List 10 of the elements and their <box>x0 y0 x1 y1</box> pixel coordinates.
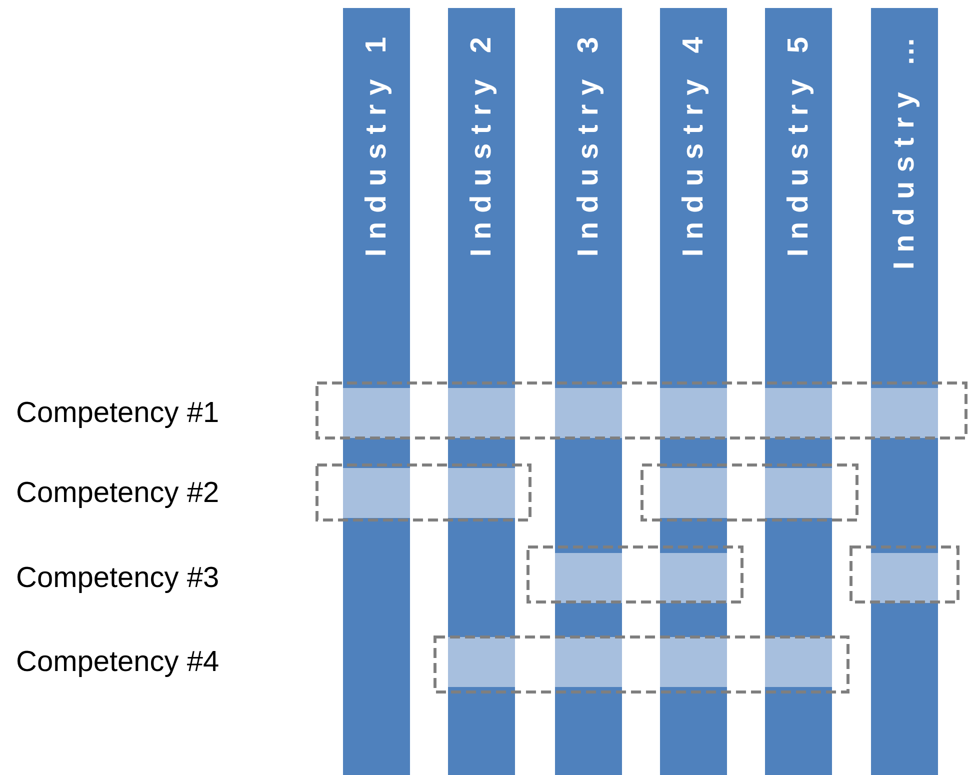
competency-label: Competency #4 <box>16 645 220 679</box>
industry-label: Industry 2 <box>465 28 498 257</box>
industry-label: Industry 3 <box>572 28 605 257</box>
industry-label: Industry 4 <box>677 28 710 257</box>
industry-label: Industry 5 <box>782 28 815 257</box>
competency-label: Competency #3 <box>16 561 220 595</box>
industry-label: Industry 1 <box>360 28 393 257</box>
industry-label: Industry … <box>888 28 921 270</box>
competency-label: Competency #1 <box>16 396 220 430</box>
competency-label: Competency #2 <box>16 476 220 510</box>
